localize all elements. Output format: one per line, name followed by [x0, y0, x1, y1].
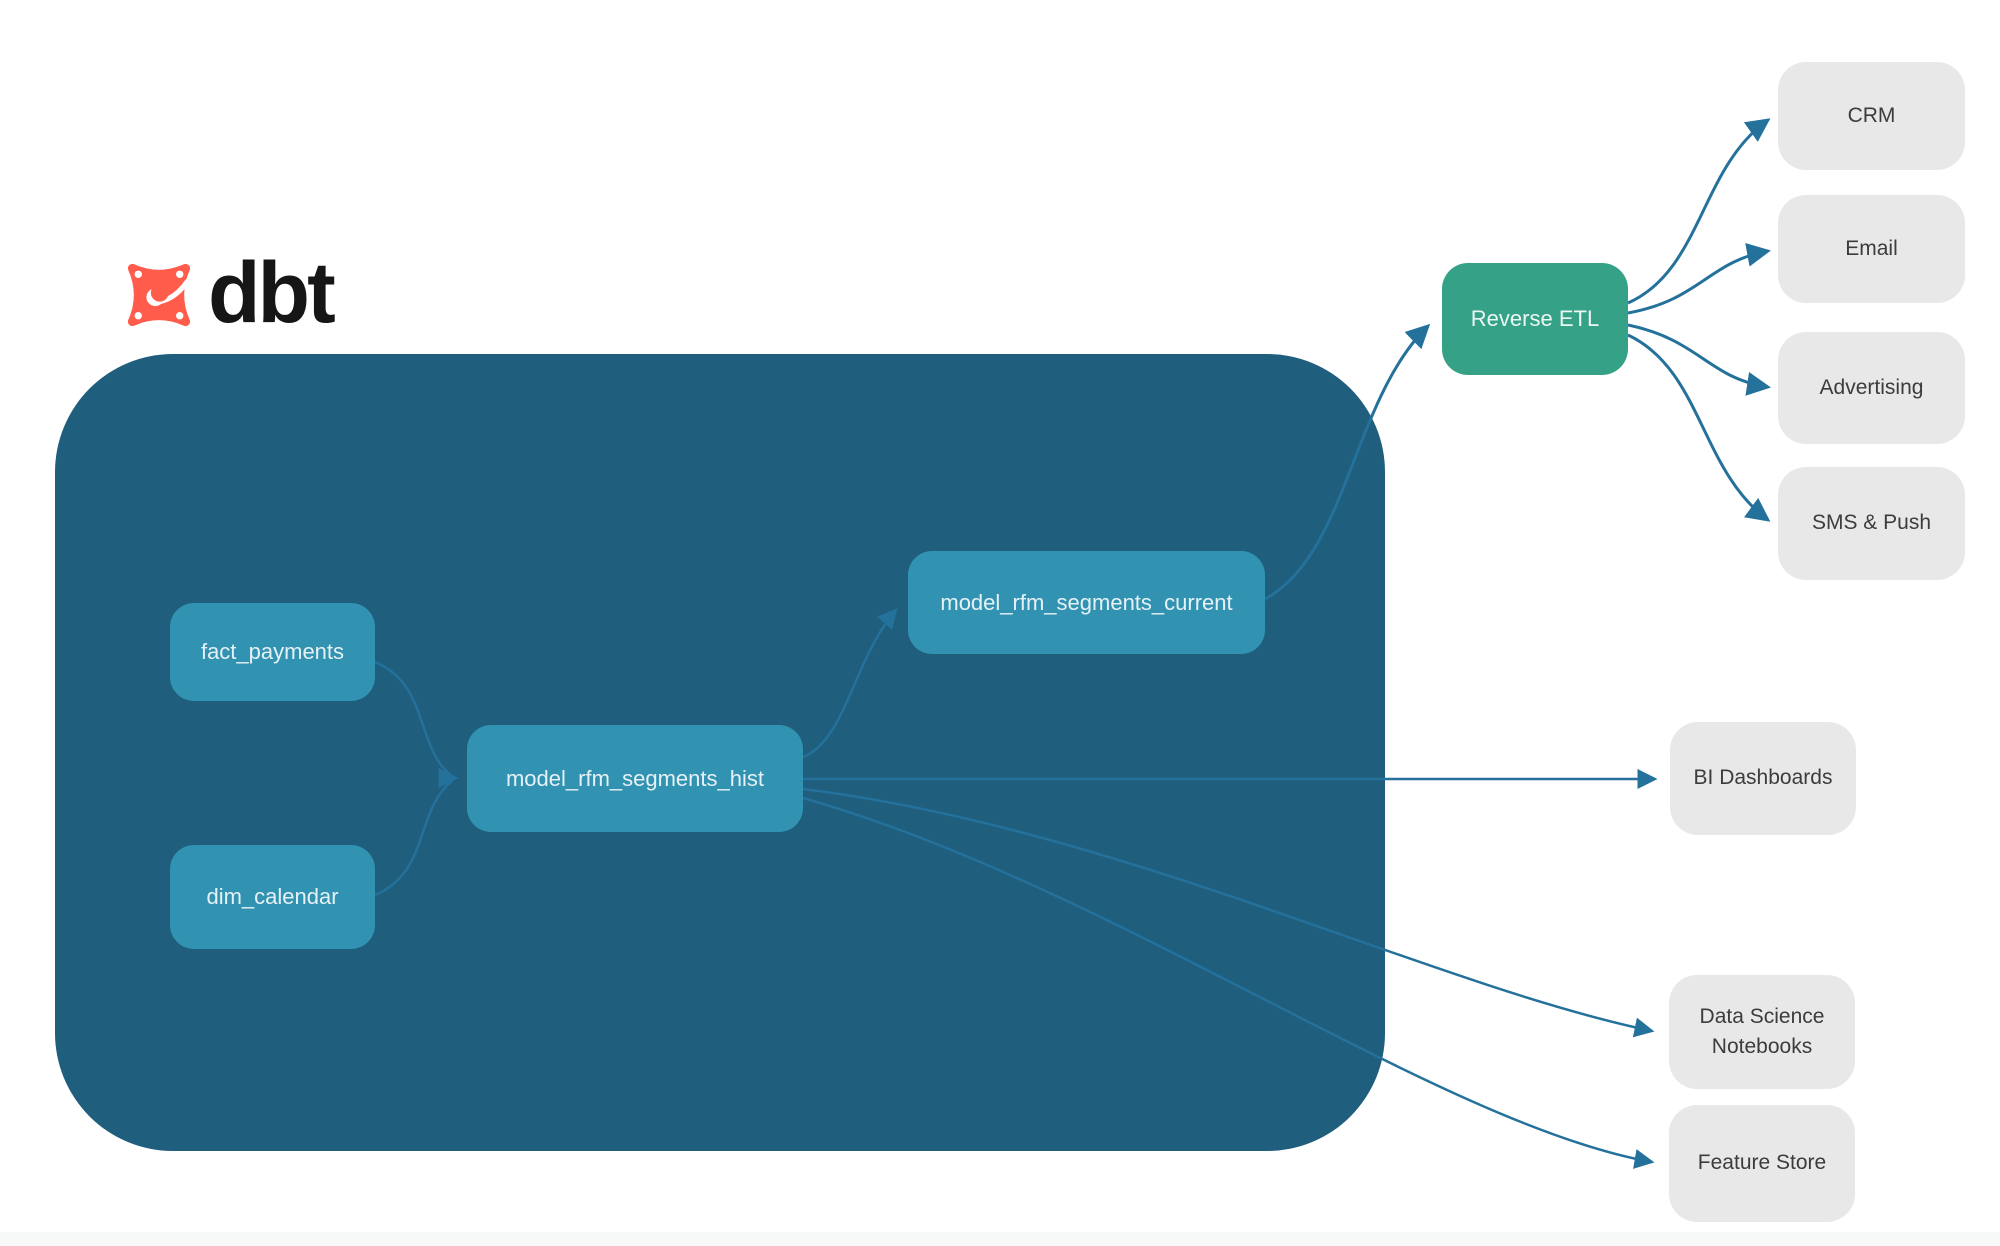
node-model-rfm-segments-current: model_rfm_segments_current — [908, 551, 1265, 654]
dbt-logo-icon — [127, 263, 191, 327]
node-feature-store-label: Feature Store — [1697, 1151, 1827, 1175]
node-crm-label: CRM — [1847, 103, 1896, 127]
node-feature-store: Feature Store — [1669, 1105, 1855, 1222]
node-bi-dashboards-label: BI Dashboards — [1693, 766, 1833, 790]
node-sms-push-label: SMS & Push — [1811, 511, 1932, 535]
node-model-rfm-segments-hist-label: model_rfm_segments_hist — [505, 765, 764, 791]
node-reverse-etl-label: Reverse ETL — [1470, 306, 1600, 331]
node-bi-dashboards: BI Dashboards — [1670, 722, 1856, 835]
node-email: Email — [1778, 195, 1965, 303]
node-fact-payments-label: fact_payments — [200, 639, 345, 664]
node-reverse-etl: Reverse ETL — [1442, 263, 1628, 375]
node-data-science-notebooks: Data Science Notebooks — [1669, 975, 1855, 1089]
node-crm: CRM — [1778, 62, 1965, 170]
node-sms-push: SMS & Push — [1778, 467, 1965, 580]
node-dim-calendar: dim_calendar — [170, 845, 375, 949]
edge-reverse-etl-to-sms-push — [1627, 333, 1771, 522]
node-model-rfm-segments-current-label: model_rfm_segments_current — [940, 589, 1233, 615]
dbt-logo: dbt — [122, 245, 336, 341]
node-data-science-notebooks-label: Data Science Notebooks — [1699, 1004, 1825, 1058]
node-advertising: Advertising — [1778, 332, 1965, 444]
dbt-wordmark: dbt — [208, 245, 336, 341]
node-email-label: Email — [1845, 236, 1898, 260]
node-dim-calendar-label: dim_calendar — [206, 884, 339, 909]
bottom-strip — [0, 1232, 2000, 1246]
edge-reverse-etl-to-advertising — [1627, 323, 1771, 396]
node-advertising-label: Advertising — [1819, 375, 1924, 399]
node-fact-payments: fact_payments — [170, 603, 375, 701]
edge-reverse-etl-to-email — [1627, 242, 1771, 315]
edge-reverse-etl-to-crm — [1627, 118, 1771, 305]
node-model-rfm-segments-hist: model_rfm_segments_hist — [467, 725, 803, 832]
